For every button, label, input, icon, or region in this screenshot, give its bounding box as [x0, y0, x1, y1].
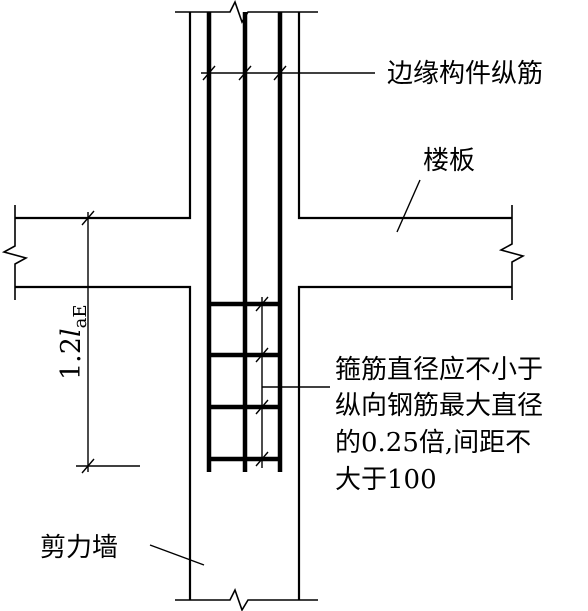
break-line-bottom [175, 587, 318, 611]
spacing-tick-4 [255, 451, 269, 467]
anchorage-tick-top [81, 210, 95, 226]
label-floor-slab: 楼板 [423, 146, 475, 176]
anchorage-tick-bottom [81, 458, 95, 474]
wall-outline [15, 12, 512, 600]
spacing-tick-2 [255, 347, 269, 363]
wall-left-face-lower [15, 285, 192, 600]
leader-tick-bar-1 [202, 65, 216, 81]
anchorage-label-prefix: 1.2 [56, 337, 87, 380]
spacing-tick-1 [255, 296, 269, 312]
leader-tick-bar-2 [238, 65, 252, 81]
anchorage-label-symbol: l [56, 328, 87, 337]
break-line-right [498, 205, 526, 300]
label-stirrup-line-1: 箍筋直径应不小于 [335, 355, 543, 385]
label-stirrup-line-2: 纵向钢筋最大直径 [335, 391, 543, 421]
label-stirrup-line-4: 大于100 [335, 465, 437, 495]
stirrups [207, 301, 282, 462]
wall-right-face-upper [297, 12, 512, 220]
stirrup-spacing-dimension [255, 296, 269, 468]
leader-floor-slab [396, 179, 421, 233]
break-lines [1, 0, 526, 611]
spacing-tick-3 [255, 399, 269, 415]
leader-shear-wall [149, 544, 205, 566]
break-line-left [1, 205, 29, 300]
wall-right-face-lower [297, 285, 512, 600]
leader-tick-bar-3 [273, 65, 287, 81]
wall-left-face-upper [15, 12, 192, 220]
break-line-top [175, 0, 318, 24]
label-edge-longitudinal-bars: 边缘构件纵筋 [387, 59, 543, 89]
anchorage-length-dimension [76, 210, 140, 474]
longitudinal-bars [206, 12, 283, 472]
label-shear-wall: 剪力墙 [40, 533, 118, 563]
anchorage-label-subscript: aE [70, 305, 91, 329]
label-stirrup-line-3: 的0.25倍,间距不 [335, 428, 531, 458]
anchorage-length-label: 1.2laE [56, 305, 91, 380]
svg-text:1.2laE: 1.2laE [56, 305, 91, 380]
leader-longitudinal-bars [201, 65, 375, 81]
